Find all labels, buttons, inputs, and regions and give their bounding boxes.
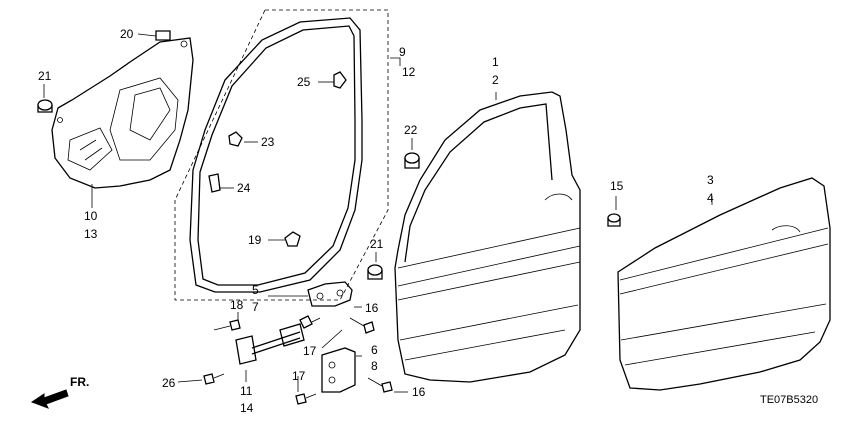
- callout-3: 3: [707, 173, 714, 187]
- lower-hinge: [321, 347, 356, 393]
- callout-25: 25: [297, 75, 311, 89]
- callout-8: 8: [371, 359, 378, 373]
- bolt-17-upper: [299, 315, 321, 329]
- front-direction-arrow: [30, 389, 69, 409]
- clip-24: [208, 173, 221, 193]
- clip-25: [333, 71, 347, 89]
- callout-1: 1: [492, 55, 499, 69]
- diagram-code: TE07B5320: [760, 394, 818, 406]
- callout-7: 7: [252, 300, 259, 314]
- callout-6: 6: [371, 343, 378, 357]
- callout-26: 26: [162, 376, 176, 390]
- callout-23: 23: [261, 135, 275, 149]
- bolt-26: [203, 373, 225, 385]
- callout-21b: 21: [370, 237, 384, 251]
- callout-22: 22: [404, 123, 418, 137]
- grommet-15: [607, 213, 621, 227]
- bolt-17-lower: [295, 393, 317, 405]
- clip-19: [284, 231, 301, 247]
- door-skin: [617, 177, 831, 391]
- callout-5: 5: [252, 283, 259, 297]
- leader-lines: [43, 33, 713, 393]
- callout-19: 19: [248, 233, 262, 247]
- upper-hinge: [307, 281, 353, 307]
- callout-18: 18: [230, 298, 244, 312]
- callout-17b: 17: [292, 369, 306, 383]
- callout-12: 12: [402, 65, 416, 79]
- callout-13: 13: [84, 227, 98, 241]
- door-insulator: [51, 37, 194, 189]
- grommet-21-right: [367, 264, 383, 280]
- grommet-22: [404, 152, 420, 169]
- callout-11: 11: [240, 384, 253, 398]
- callout-10: 10: [84, 209, 98, 223]
- callout-20: 20: [120, 27, 134, 41]
- callout-17a: 17: [303, 344, 317, 358]
- grommet-21-left: [37, 99, 53, 113]
- door-panel: [394, 91, 581, 383]
- callout-4: 4: [707, 191, 714, 205]
- callout-2: 2: [492, 73, 499, 87]
- bolt-18: [213, 319, 241, 331]
- callout-24: 24: [237, 181, 251, 195]
- clip-23: [228, 131, 243, 147]
- callout-14: 14: [240, 401, 254, 415]
- opening-weatherstrip: [174, 9, 389, 301]
- callout-16a: 16: [365, 301, 379, 315]
- callout-15: 15: [610, 179, 624, 193]
- callout-9: 9: [399, 45, 406, 59]
- bolt-16-upper: [349, 317, 375, 334]
- grommet-20: [155, 30, 171, 41]
- front-direction-label: FR.: [70, 375, 89, 389]
- door-checker: [235, 323, 305, 365]
- bolt-16-lower: [367, 377, 393, 393]
- callout-21: 21: [38, 69, 52, 83]
- callout-16b: 16: [412, 385, 426, 399]
